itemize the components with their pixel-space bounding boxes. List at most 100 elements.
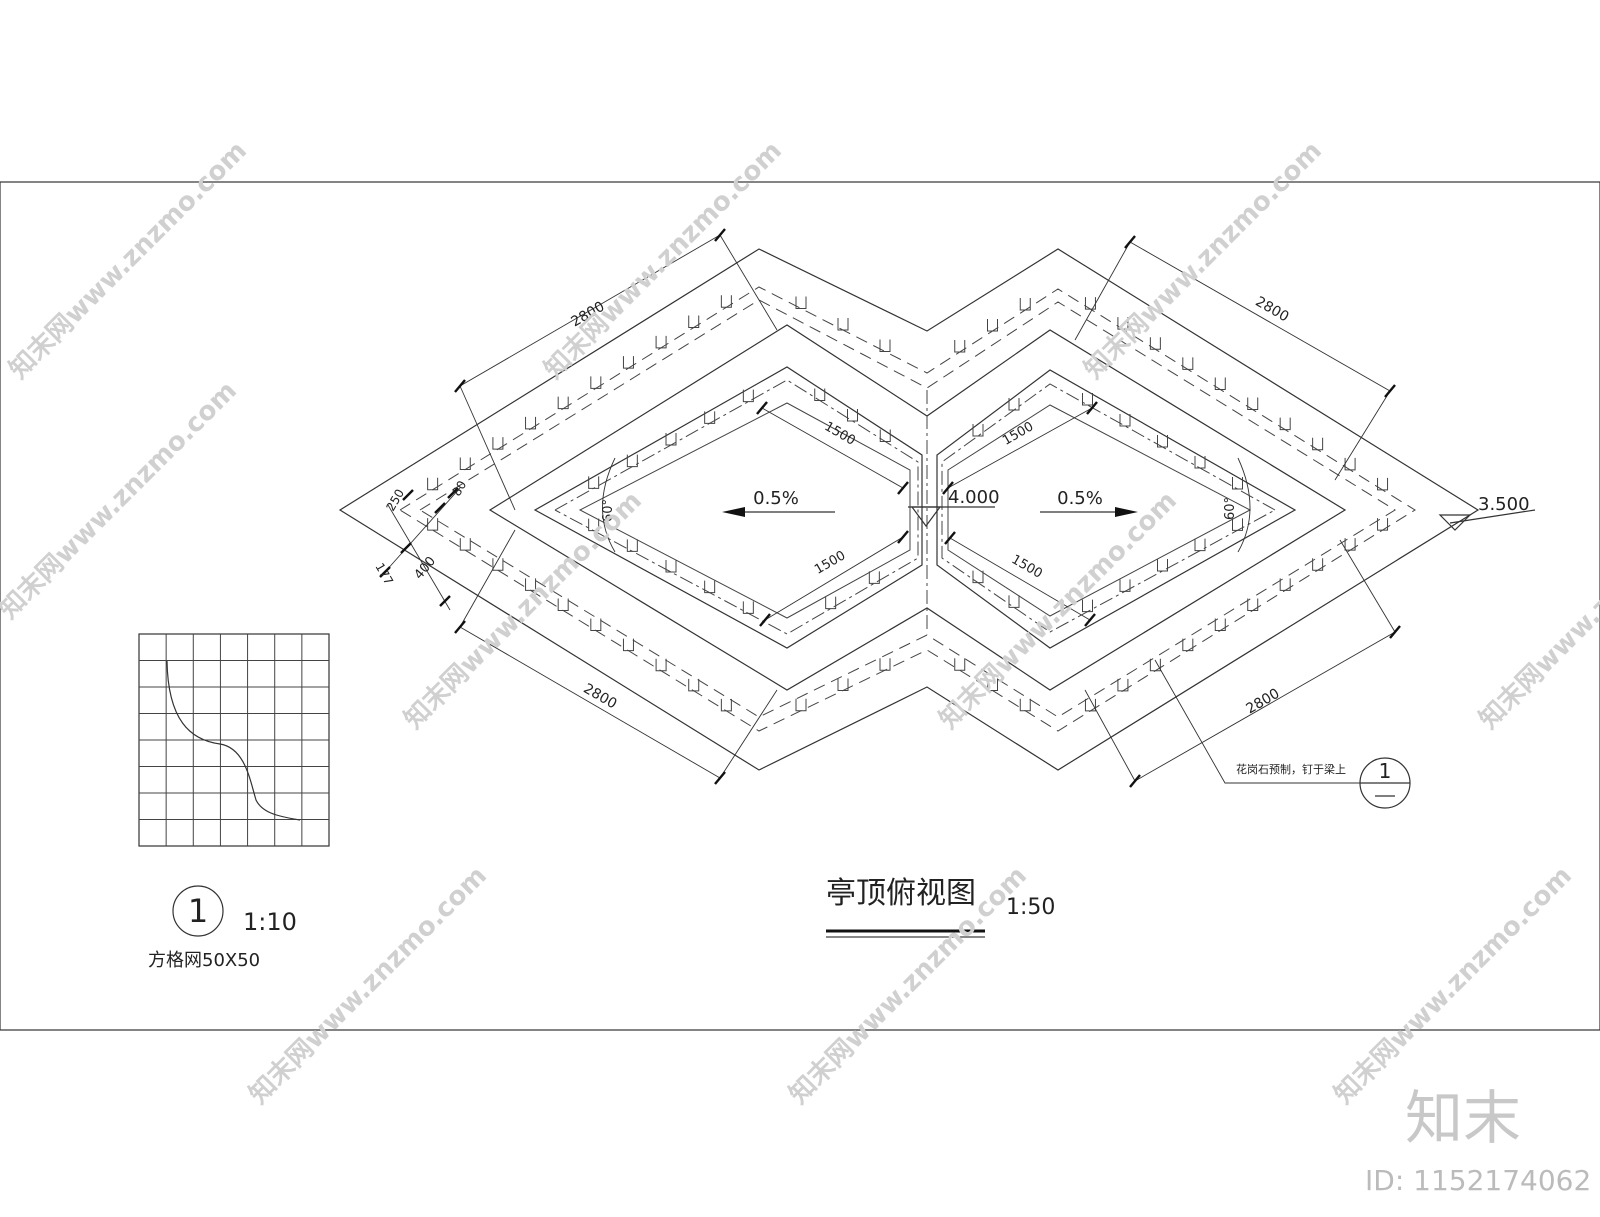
dim-tick — [714, 771, 726, 785]
roof-tile — [557, 598, 569, 611]
left-basin-outer — [533, 366, 923, 649]
roof-tile — [1117, 317, 1129, 330]
dim-ext — [719, 234, 778, 331]
watermark-text: 知末网www.znzmo.com — [1474, 486, 1600, 735]
roof-tile — [879, 658, 891, 671]
roof-tile — [825, 596, 837, 610]
roof-tile — [1377, 477, 1389, 491]
drawing-scale: 1:50 — [1006, 895, 1055, 920]
roof-tile — [868, 571, 880, 584]
roof-tile — [665, 433, 677, 446]
roof-tile — [622, 356, 634, 369]
dim-line-small-left — [384, 487, 461, 573]
roof-tile — [588, 518, 600, 532]
roof-outer-outline — [338, 248, 1480, 771]
dim-line-small-left-2 — [387, 504, 451, 611]
dim-text-2800-tr: 2800 — [1253, 294, 1292, 326]
dim-ext — [459, 529, 516, 628]
slope-annotations: 0.5% 0.5% — [722, 488, 1138, 517]
roof-tile — [987, 678, 998, 691]
image-id: ID: 1152174062 — [1365, 1164, 1591, 1197]
drawing-title: 亭顶俯视图 — [826, 876, 976, 911]
dim-text-1500-br: 1500 — [1009, 552, 1045, 582]
roof-tile — [459, 538, 471, 551]
roof-tile — [1232, 477, 1243, 490]
watermark-text: 知末网www.znzmo.com — [934, 486, 1183, 735]
roof-tile — [1084, 698, 1096, 712]
roof-tile — [1312, 558, 1324, 571]
beam-outer-dashed — [399, 286, 1416, 732]
roof-tile — [427, 477, 439, 491]
roof-tile — [1019, 698, 1031, 712]
slope-text-right: 0.5% — [1057, 488, 1103, 509]
angle-text-right: 60° — [1223, 497, 1238, 520]
slope-text-left: 0.5% — [753, 488, 799, 509]
watermark-text: 知末网www.znzmo.com — [1079, 136, 1328, 385]
dim-tick — [454, 620, 466, 634]
roof-tile — [1312, 437, 1324, 451]
roof-tile — [626, 539, 638, 552]
roof-tile — [1279, 417, 1291, 431]
dim-line-1500-tl — [761, 407, 904, 489]
roof-tile — [1149, 337, 1161, 350]
dim-tick — [447, 487, 459, 499]
roof-tile — [1194, 538, 1206, 552]
roof-tile — [1214, 618, 1226, 632]
dim-ext — [1074, 241, 1131, 341]
roof-tile — [626, 454, 638, 468]
roof-tile — [1182, 638, 1194, 652]
dim-tick — [756, 401, 768, 415]
leader-note: 花岗石预制，钉于梁上 — [1236, 762, 1346, 776]
dim-tick — [1129, 774, 1141, 788]
roof-tile — [704, 580, 716, 594]
dim-line-1500-bl — [764, 536, 904, 621]
roof-tile — [588, 476, 600, 489]
dim-line-2800-tl — [459, 234, 721, 387]
elev-right-text: 3.500 — [1478, 494, 1530, 515]
dim-ext — [1334, 390, 1391, 481]
angle-arc-right — [1237, 457, 1251, 553]
roof-tile — [492, 558, 504, 571]
right-basin-inner — [947, 404, 1252, 617]
roof-tile — [742, 601, 754, 614]
roof-tile — [987, 319, 998, 332]
detail-scale: 1:10 — [243, 908, 297, 936]
dim-tick — [1084, 613, 1096, 627]
dim-tick — [759, 613, 771, 627]
roof-tile — [1117, 678, 1129, 692]
roof-tile — [1149, 658, 1161, 672]
watermark-text: 知末网www.znzmo.com — [1329, 861, 1578, 1110]
dim-text-1500-tl: 1500 — [822, 419, 858, 449]
dim-tick — [944, 531, 956, 545]
roof-tile — [742, 389, 754, 403]
dim-tick — [1124, 235, 1136, 249]
roof-tile — [525, 578, 537, 591]
dim-text-1500-tr: 1500 — [1000, 419, 1036, 449]
dim-line-2800-br — [1134, 631, 1396, 782]
dim-tick — [454, 379, 466, 393]
roof-plan — [338, 248, 1480, 771]
roof-tile — [954, 658, 966, 671]
dim-tick — [379, 566, 391, 578]
roof-tile — [1119, 579, 1131, 592]
roof-tile — [1214, 377, 1226, 390]
roof-tile — [590, 618, 602, 632]
angle-text-left: 60° — [601, 499, 616, 522]
roof-tile — [655, 658, 667, 672]
detail-gridlines — [139, 634, 329, 846]
dim-line-1500-br — [949, 537, 1091, 621]
dim-ext — [719, 689, 778, 779]
dim-text-80: 80 — [449, 478, 469, 498]
roof-tile — [1157, 435, 1168, 448]
slope-arrow-right-head — [1115, 507, 1138, 517]
right-basin-outer — [936, 369, 1297, 649]
roof-tile — [1377, 518, 1389, 531]
roof-tile — [1008, 398, 1020, 411]
roof-tile — [795, 296, 807, 309]
detail-leader: 花岗石预制，钉于梁上 1 — [1154, 659, 1411, 809]
detail-number-circle — [172, 885, 224, 937]
elevation-markers: 4.000 3.500 — [908, 487, 1536, 531]
roof-tile — [655, 335, 667, 349]
